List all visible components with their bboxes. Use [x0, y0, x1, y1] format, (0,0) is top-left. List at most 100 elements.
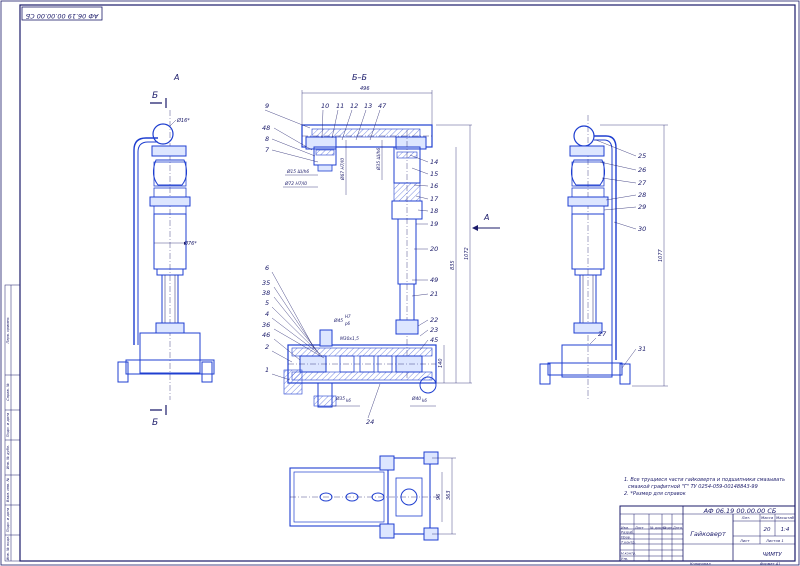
callout: 15: [430, 170, 438, 178]
side-stamp-4: Инв. № дубл.: [6, 445, 10, 470]
callout: 6: [265, 264, 269, 272]
dim-m: М30х1,5: [340, 336, 359, 342]
dim-fit-k6b: k6: [422, 398, 427, 403]
callout: 9: [265, 102, 269, 110]
dim-d35: Ø35 Ш/h6: [375, 148, 382, 171]
dim-d40: Ø40: [411, 395, 421, 402]
note-line-2: смазкой графитной "Г" ТУ 0254-059-001488…: [628, 484, 758, 490]
tb-role: Изм.: [621, 526, 629, 530]
dim-fit-p6: p6: [344, 321, 351, 326]
callout: 24: [366, 418, 374, 426]
view-a-left: А Б Б Ø16* Ø76*: [117, 73, 215, 428]
tb-role: Утв.: [621, 557, 628, 561]
side-stamp-2: Справ. №: [6, 383, 10, 401]
dim-height-3: 835: [450, 260, 456, 270]
callout: 12: [350, 102, 358, 110]
view-right: 1077 25 26 27 28 29 30 31 27: [539, 115, 668, 400]
callout: 16: [430, 182, 438, 190]
dim-d15: Ø15 Ш/h6: [286, 168, 309, 175]
callout: 19: [430, 220, 438, 228]
tb-mass: 20: [764, 527, 771, 533]
side-stamp-3: Подп. и дата: [6, 413, 10, 437]
callout: 25: [638, 152, 646, 160]
callout: 48: [262, 124, 270, 132]
callout: 22: [430, 316, 438, 324]
side-stamp-6: Подп. и дата: [6, 508, 10, 532]
notes: 1. Все трущиеся части гайковерта и подши…: [624, 477, 785, 497]
dim-d35b: Ø35: [335, 395, 345, 402]
callout: 17: [430, 195, 439, 203]
tb-col-lit: Лит.: [741, 515, 751, 520]
tb-col-scale: Масштаб: [776, 515, 795, 520]
tb-format: Формат А1: [760, 562, 780, 566]
plan-view: 363 96: [289, 451, 456, 541]
side-stamp-5: Взам. инв. №: [6, 478, 10, 503]
section-label: Б–Б: [352, 73, 367, 82]
section-bb: Б–Б 496: [283, 73, 500, 408]
top-stamp-text: АФ 06.19 00.00.00 СБ: [25, 12, 99, 20]
note-line-3: 2. *Размер для справок: [624, 491, 686, 497]
callout: 23: [430, 326, 438, 334]
callout: 35: [262, 279, 270, 287]
dim-d67: Ø67 H7/l0: [339, 158, 346, 181]
callout: 47: [378, 102, 387, 110]
callout: 45: [430, 336, 438, 344]
tb-doc-code: АФ 06.19 00.00.00 СБ: [703, 507, 777, 515]
cut-bottom-label: Б: [152, 418, 158, 428]
callout: 38: [262, 289, 270, 297]
callout: 11: [336, 102, 344, 110]
callout: 8: [265, 135, 269, 143]
callout: 46: [262, 331, 270, 339]
dim-height-4: 140: [438, 358, 444, 368]
callout: 30: [638, 225, 646, 233]
section-callouts: 9 10 11 12 13 47 48 8 7 14 15 16 17 18 1…: [262, 102, 439, 426]
view-a-label: А: [173, 73, 179, 82]
dim-height-2: 1077: [658, 248, 664, 262]
callout: 21: [430, 290, 438, 298]
callout: 7: [265, 146, 270, 154]
callout: 1: [265, 366, 269, 374]
tb-role: Подп.: [663, 526, 673, 530]
tb-sheet: Лист: [739, 538, 750, 543]
cut-top-label: Б: [152, 91, 158, 101]
tb-role: Пров.: [621, 536, 631, 540]
arrow-a-label: А: [483, 213, 489, 222]
callout: 14: [430, 158, 438, 166]
callout: 27: [638, 179, 647, 187]
tb-sheets: Листов 1: [765, 538, 784, 543]
inner-frame: [19, 4, 796, 562]
dim-width-top: 496: [360, 86, 370, 92]
dim-fit-k6: k6: [346, 398, 351, 403]
callout: 49: [430, 276, 438, 284]
callout: 36: [262, 321, 270, 329]
callout: 13: [364, 102, 372, 110]
tb-role: Дата: [672, 526, 682, 530]
side-stamp: Перв. примен. Справ. № Подп. и дата Инв.…: [4, 284, 21, 562]
callout: 2: [265, 343, 269, 351]
callout: 29: [638, 203, 646, 211]
callout: 28: [638, 191, 646, 199]
tb-scale: 1:4: [781, 527, 790, 533]
tb-title: Гайковерт: [690, 530, 726, 538]
note-line-1: 1. Все трущиеся части гайковерта и подши…: [624, 477, 785, 483]
dim-height-1: 1072: [464, 247, 470, 260]
dim-plan-w: 96: [436, 494, 442, 500]
tb-role: Разраб.: [621, 531, 634, 535]
tb-role: Т.контр.: [621, 541, 636, 545]
callout: 5: [265, 299, 269, 307]
callout: 31: [638, 345, 646, 353]
dim-d45: Ø45: [333, 317, 343, 324]
tb-role: Н.контр.: [621, 552, 636, 556]
dim-d76: Ø76*: [183, 240, 197, 247]
dim-d16: Ø16*: [176, 117, 190, 124]
dim-d72: Ø72 H7/l0: [284, 180, 307, 187]
tb-col-mass: Масса: [761, 515, 774, 520]
dim-plan-h: 363: [446, 490, 452, 500]
callout: 10: [321, 102, 329, 110]
tb-org: ЧИМТУ: [762, 552, 782, 558]
callout: 20: [430, 245, 438, 253]
callout: 18: [430, 207, 438, 215]
title-block: АФ 06.19 00.00.00 СБ Гайковерт Лит. Масс…: [619, 505, 796, 562]
side-stamp-7: Инв. № подл.: [6, 536, 10, 561]
